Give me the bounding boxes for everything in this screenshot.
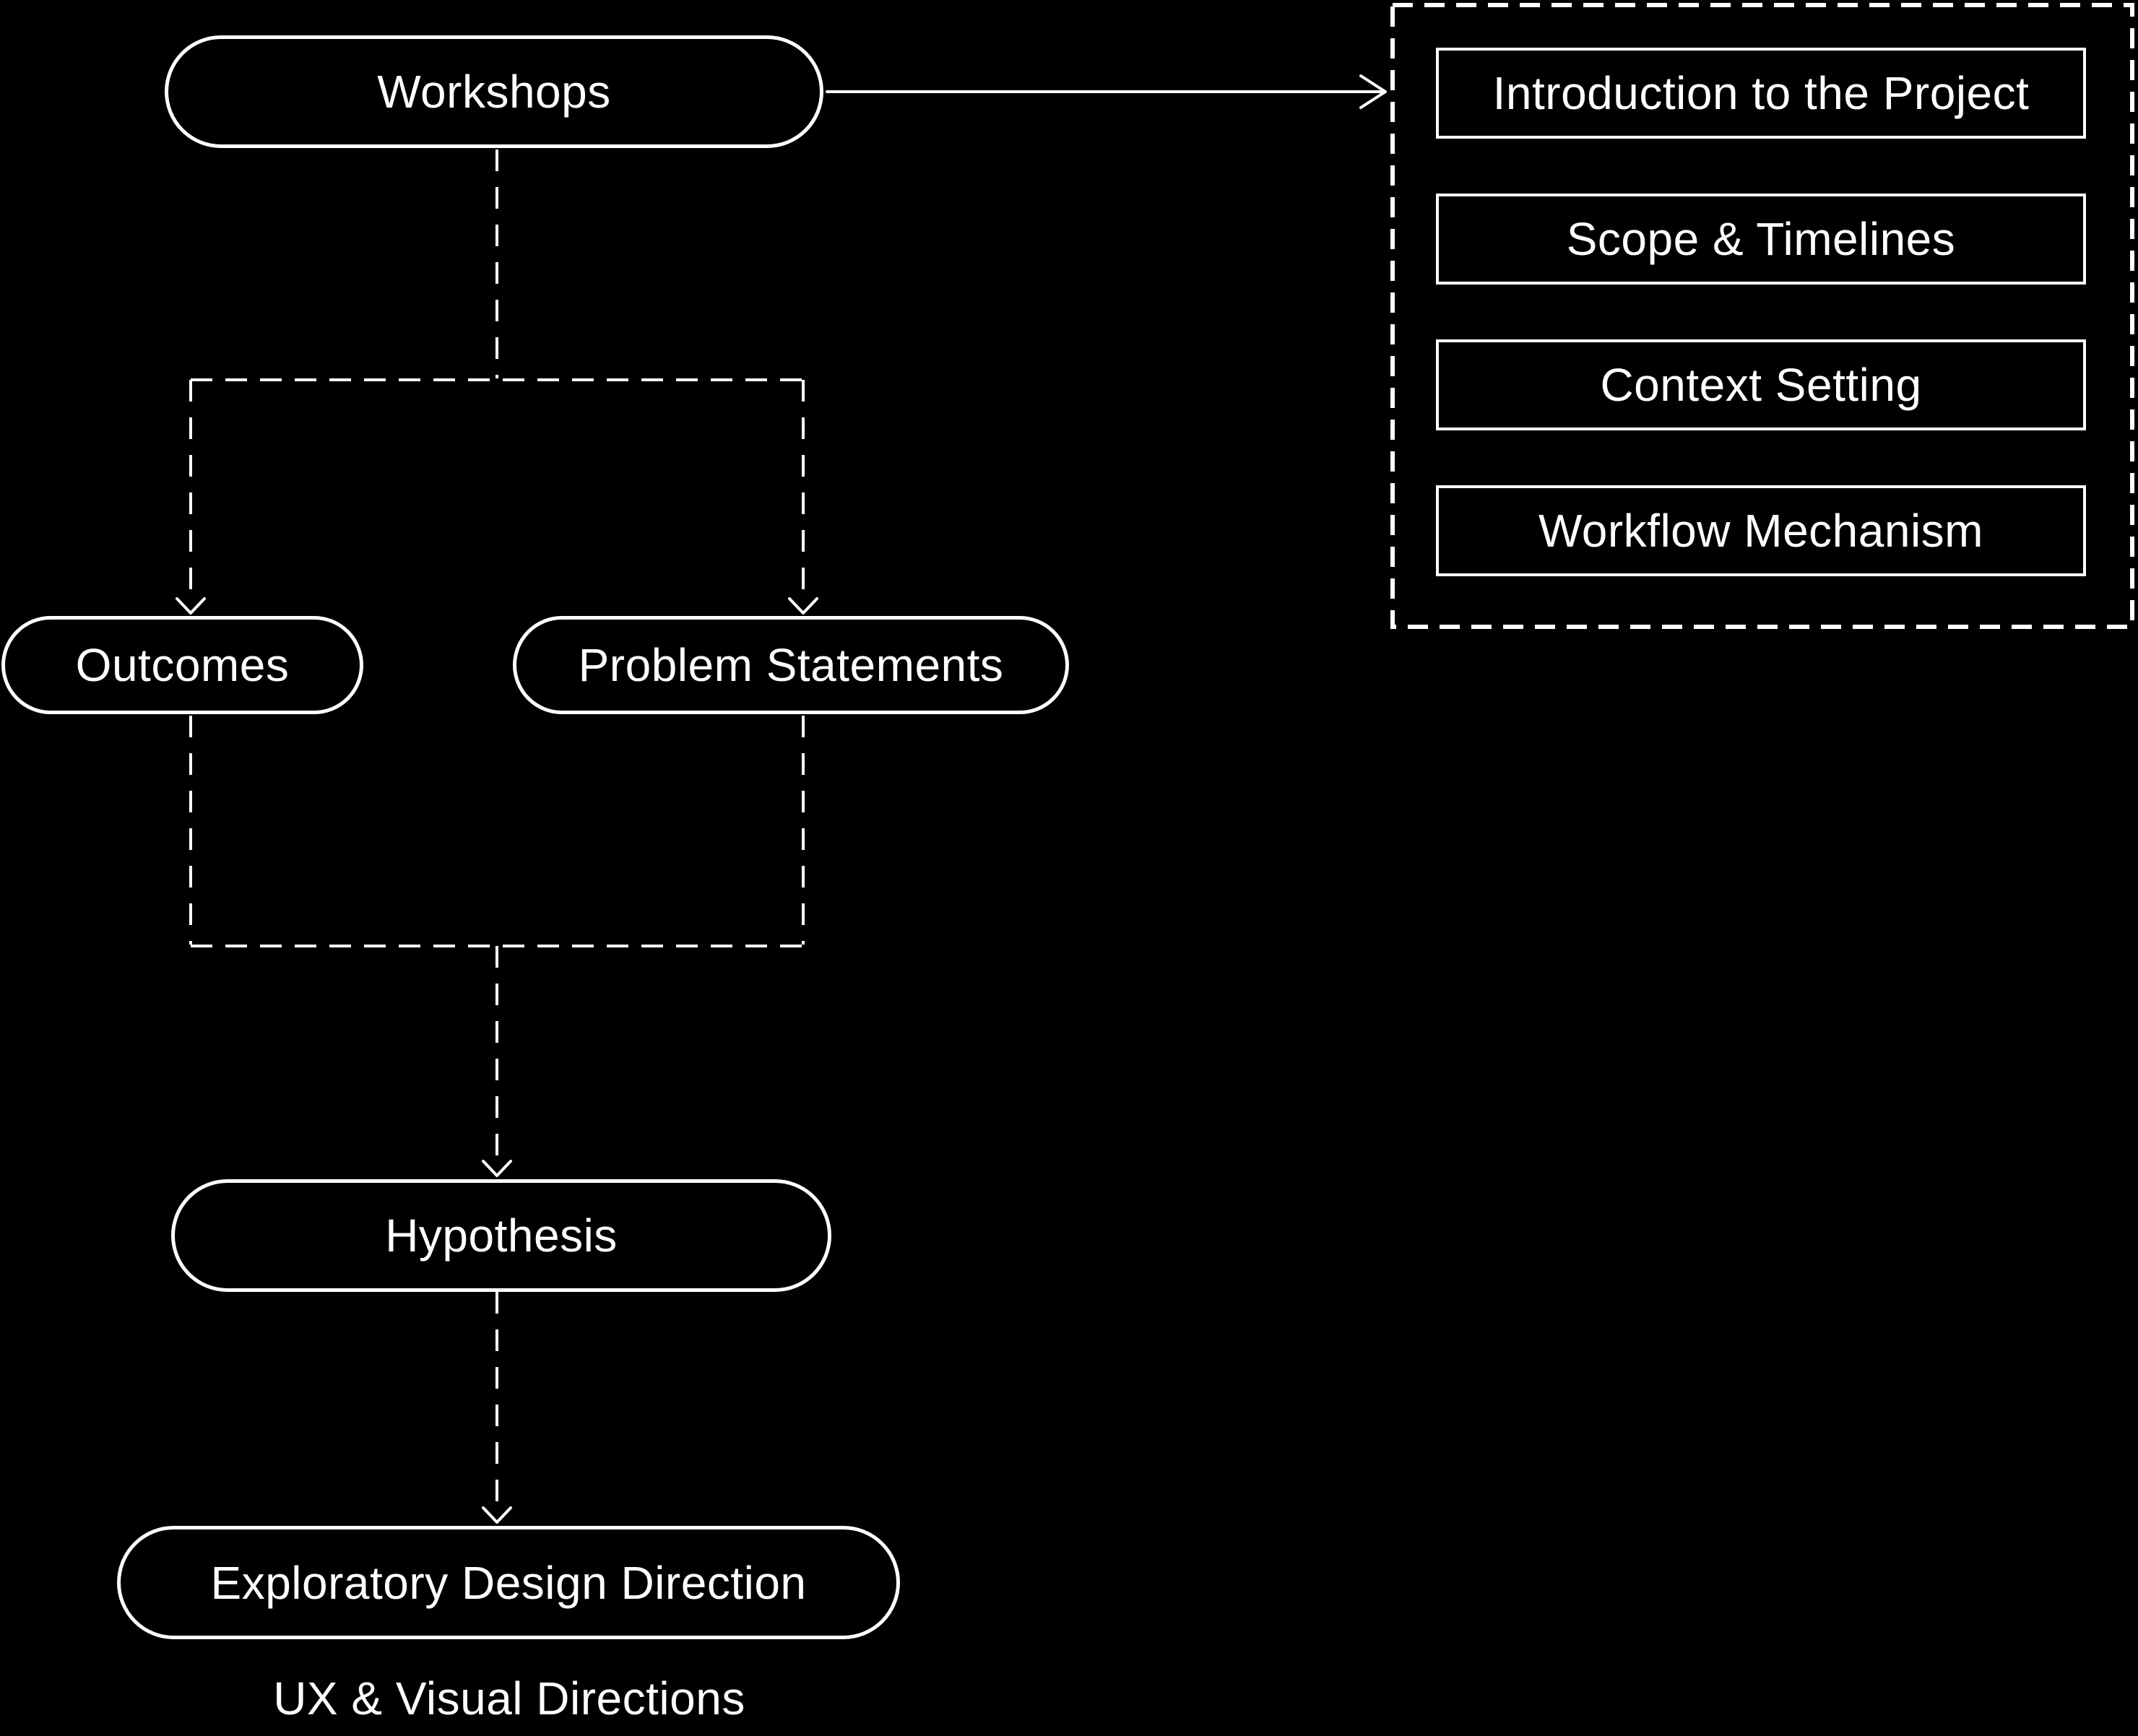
node-exploratory-design-direction-label: Exploratory Design Direction <box>210 1556 807 1609</box>
topic-item-context-setting-label: Context Setting <box>1600 359 1922 411</box>
arrowhead-down-hypothesis-icon <box>482 1160 512 1177</box>
node-outcomes: Outcomes <box>1 616 363 714</box>
topic-item-workflow-mechanism: Workflow Mechanism <box>1436 485 2086 576</box>
node-workshops-label: Workshops <box>377 66 611 118</box>
arrowhead-down-outcomes-icon <box>176 597 206 615</box>
node-problem-statements: Problem Statements <box>513 616 1069 714</box>
caption-ux-visual-directions: UX & Visual Directions <box>273 1672 745 1724</box>
arrowhead-down-problem-icon <box>788 597 818 615</box>
arrowhead-right-icon <box>1359 74 1387 109</box>
node-problem-statements-label: Problem Statements <box>578 639 1004 691</box>
node-workshops: Workshops <box>165 35 823 148</box>
node-exploratory-design-direction: Exploratory Design Direction <box>117 1526 900 1639</box>
arrowhead-down-exploratory-icon <box>482 1506 512 1524</box>
topic-item-workflow-mechanism-label: Workflow Mechanism <box>1538 505 1983 557</box>
topic-item-scope-timelines-label: Scope & Timelines <box>1566 213 1956 265</box>
node-outcomes-label: Outcomes <box>75 639 290 691</box>
topic-item-introduction: Introduction to the Project <box>1436 48 2086 139</box>
workshop-topics-dashed-border <box>1390 3 2134 629</box>
topic-item-introduction-label: Introduction to the Project <box>1492 67 2030 119</box>
topic-item-scope-timelines: Scope & Timelines <box>1436 194 2086 285</box>
node-hypothesis: Hypothesis <box>171 1179 831 1292</box>
topic-item-context-setting: Context Setting <box>1436 339 2086 430</box>
workshop-topics-group: Introduction to the Project Scope & Time… <box>1390 3 2134 629</box>
node-hypothesis-label: Hypothesis <box>385 1210 618 1262</box>
